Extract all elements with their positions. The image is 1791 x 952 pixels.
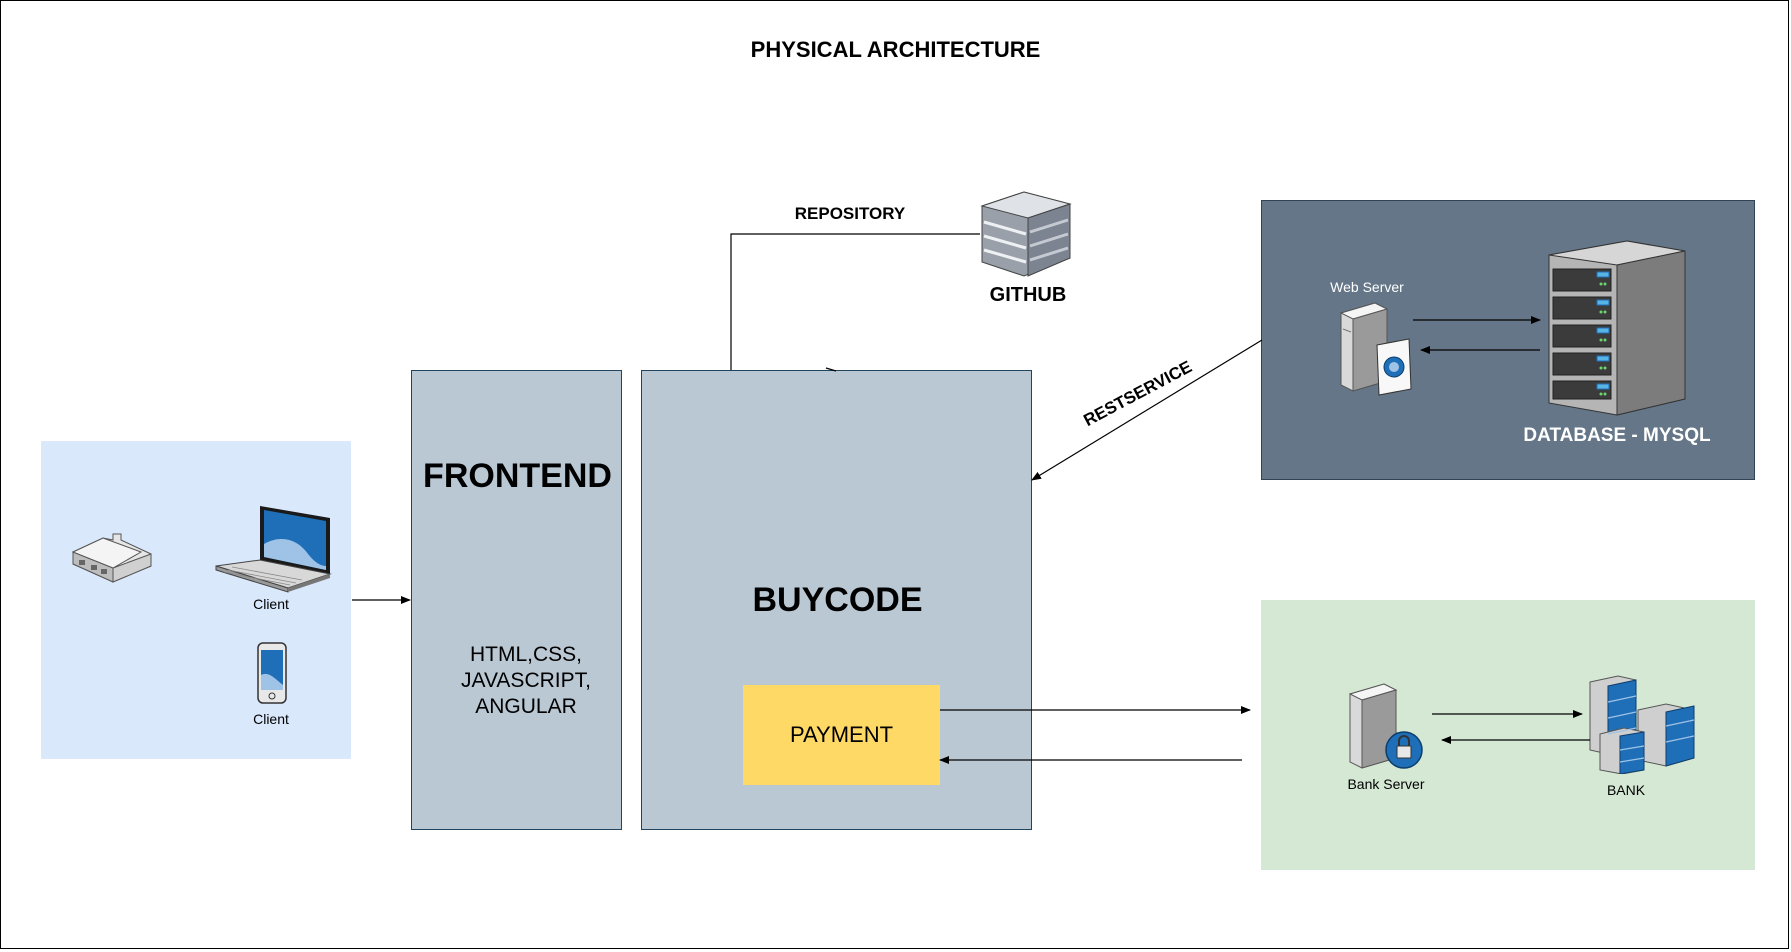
house-icon: [71, 533, 152, 583]
database-label: DATABASE - MYSQL: [1523, 425, 1711, 446]
laptop-icon: [215, 506, 332, 593]
github-repository-connector: [730, 233, 980, 370]
tech-item: HTML,CSS,: [469, 643, 582, 666]
database-rack-icon: [1548, 240, 1686, 416]
database-panel[interactable]: Web Server: [1261, 200, 1755, 480]
repository-edge-label: REPOSITORY: [794, 204, 906, 223]
payment-box[interactable]: PAYMENT: [743, 685, 940, 785]
repository-arrow-tip: [825, 367, 837, 372]
github-label: GITHUB: [989, 284, 1067, 306]
web-server-icon: [1339, 302, 1412, 396]
client-phone-label: Client: [253, 711, 289, 727]
bank-label: BANK: [1606, 782, 1646, 798]
buycode-heading: BUYCODE: [752, 581, 923, 619]
client-laptop-label: Client: [253, 596, 289, 612]
web-server-label: Web Server: [1330, 279, 1404, 295]
bank-panel[interactable]: Bank Server BANK: [1261, 600, 1755, 870]
bank-server-label: Bank Server: [1347, 776, 1425, 792]
bank-server-icon: [1348, 683, 1423, 769]
restservice-arrow: [1031, 339, 1263, 481]
bank-building-icon: [1589, 675, 1695, 774]
frontend-tech-list: HTML,CSS, JAVASCRIPT, ANGULAR: [412, 642, 640, 720]
phone-icon: [257, 642, 287, 704]
github-server-icon: [980, 191, 1072, 277]
tech-item: ANGULAR: [475, 695, 577, 718]
clients-panel[interactable]: Client Client: [41, 441, 351, 759]
diagram-title: PHYSICAL ARCHITECTURE: [750, 37, 1041, 62]
tech-item: JAVASCRIPT,: [461, 669, 591, 692]
frontend-box[interactable]: FRONTEND HTML,CSS, JAVASCRIPT, ANGULAR: [411, 370, 622, 830]
frontend-heading: FRONTEND: [423, 457, 612, 495]
